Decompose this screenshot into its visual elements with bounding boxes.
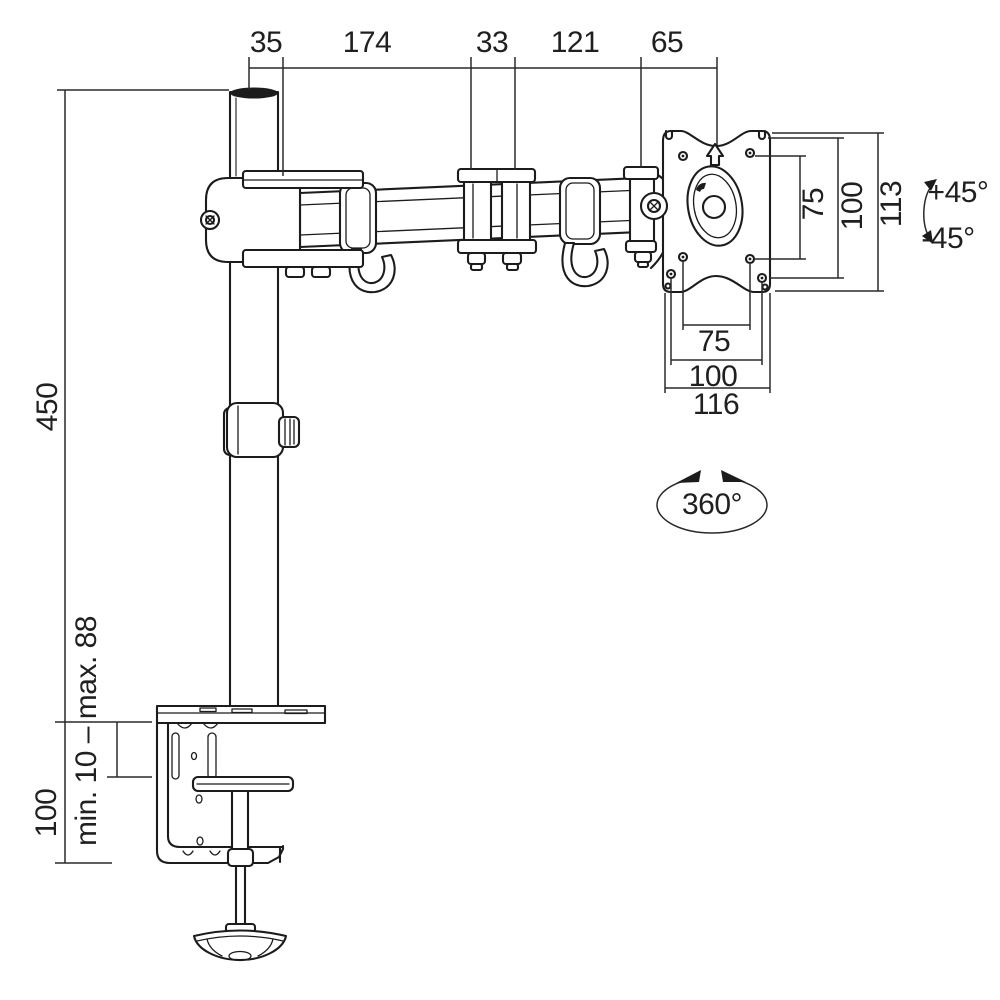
dim-label-121: 121 bbox=[551, 26, 600, 59]
dim-label-174: 174 bbox=[343, 26, 392, 59]
dim-label-vesa-h-116: 116 bbox=[693, 388, 739, 421]
end-joint-screw bbox=[639, 191, 669, 221]
cable-clip-ring-1 bbox=[338, 181, 378, 255]
vesa-up-arrow-icon bbox=[705, 142, 725, 167]
vesa-keyhole-slot bbox=[696, 182, 706, 192]
drawing bbox=[155, 87, 772, 962]
dim-label-desk-range: min. 10 – max. 88 bbox=[70, 616, 103, 846]
clamp-screw-sleeve bbox=[230, 789, 250, 855]
desk-clamp bbox=[155, 704, 327, 962]
dimension-annotations: 35 174 33 121 65 450 100 min. 10 – max. … bbox=[30, 26, 989, 864]
swivel-label: 360° bbox=[682, 488, 742, 521]
clamp-rod-boss bbox=[226, 847, 255, 868]
dim-vesa-vertical bbox=[755, 132, 884, 292]
clamp-knob bbox=[192, 929, 288, 962]
dim-top-chain bbox=[248, 57, 718, 176]
vesa-top-left-notch bbox=[664, 129, 674, 140]
dim-left-heights bbox=[55, 89, 229, 864]
clamp-screw bbox=[199, 209, 221, 231]
collar-knob bbox=[277, 415, 301, 449]
height-adjustment-collar bbox=[222, 401, 301, 459]
arm-middle-clamp bbox=[456, 167, 538, 272]
dim-label-450: 450 bbox=[31, 383, 64, 432]
dim-label-vesa-v-75: 75 bbox=[797, 188, 830, 220]
vesa-screw-holes bbox=[664, 147, 769, 291]
clamp-shelf bbox=[191, 775, 295, 793]
dim-label-100-clamp: 100 bbox=[30, 789, 63, 838]
dim-vesa-horizontal bbox=[664, 262, 771, 393]
dim-label-65: 65 bbox=[651, 26, 683, 59]
cable-clip-ring-2 bbox=[558, 176, 602, 246]
dim-label-vesa-v-100: 100 bbox=[836, 182, 869, 231]
vesa-plate bbox=[661, 129, 772, 294]
tilt-up-label: +45° bbox=[928, 176, 989, 209]
swivel-right-arrow-icon bbox=[721, 470, 746, 482]
vesa-top-right-notch bbox=[757, 129, 767, 140]
tilt-up-arrow-icon bbox=[924, 179, 937, 191]
pole-top-cap bbox=[230, 87, 278, 99]
dim-label-35: 35 bbox=[250, 26, 282, 59]
dim-label-vesa-v-113: 113 bbox=[875, 181, 908, 227]
tilt-down-label: -45° bbox=[921, 222, 974, 255]
dim-label-33: 33 bbox=[476, 26, 508, 59]
swivel-left-arrow-icon bbox=[676, 470, 701, 483]
clamp-screw-rod bbox=[234, 864, 247, 926]
tilt-down-arrow-icon bbox=[922, 230, 933, 244]
swivel-annotation bbox=[656, 470, 768, 534]
dim-label-vesa-h-75: 75 bbox=[698, 325, 730, 358]
pole-arm-clamp bbox=[199, 169, 365, 279]
dim-label-vesa-h-100: 100 bbox=[689, 360, 738, 393]
tilt-range-annotation bbox=[922, 179, 937, 244]
clamp-top-plate bbox=[155, 704, 327, 725]
